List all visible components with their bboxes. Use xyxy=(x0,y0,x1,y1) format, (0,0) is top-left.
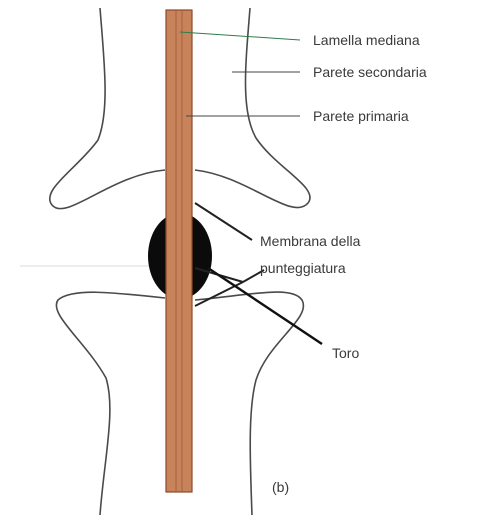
label-toro: Toro xyxy=(332,345,359,361)
label-panel-b: (b) xyxy=(272,479,289,495)
lower-left-wall-outline xyxy=(56,292,165,515)
leader-lamella-mediana xyxy=(180,32,300,40)
label-parete-primaria: Parete primaria xyxy=(313,108,409,124)
label-membrana-line2: punteggiatura xyxy=(260,260,346,276)
upper-right-wall-outline xyxy=(195,8,310,208)
label-membrana-line1: Membrana della xyxy=(260,233,361,249)
central-wall-band xyxy=(166,10,192,492)
label-lamella-mediana: Lamella mediana xyxy=(313,32,420,48)
upper-left-wall-outline xyxy=(50,8,165,209)
label-parete-secondaria: Parete secondaria xyxy=(313,64,427,80)
leader-toro xyxy=(208,268,322,344)
